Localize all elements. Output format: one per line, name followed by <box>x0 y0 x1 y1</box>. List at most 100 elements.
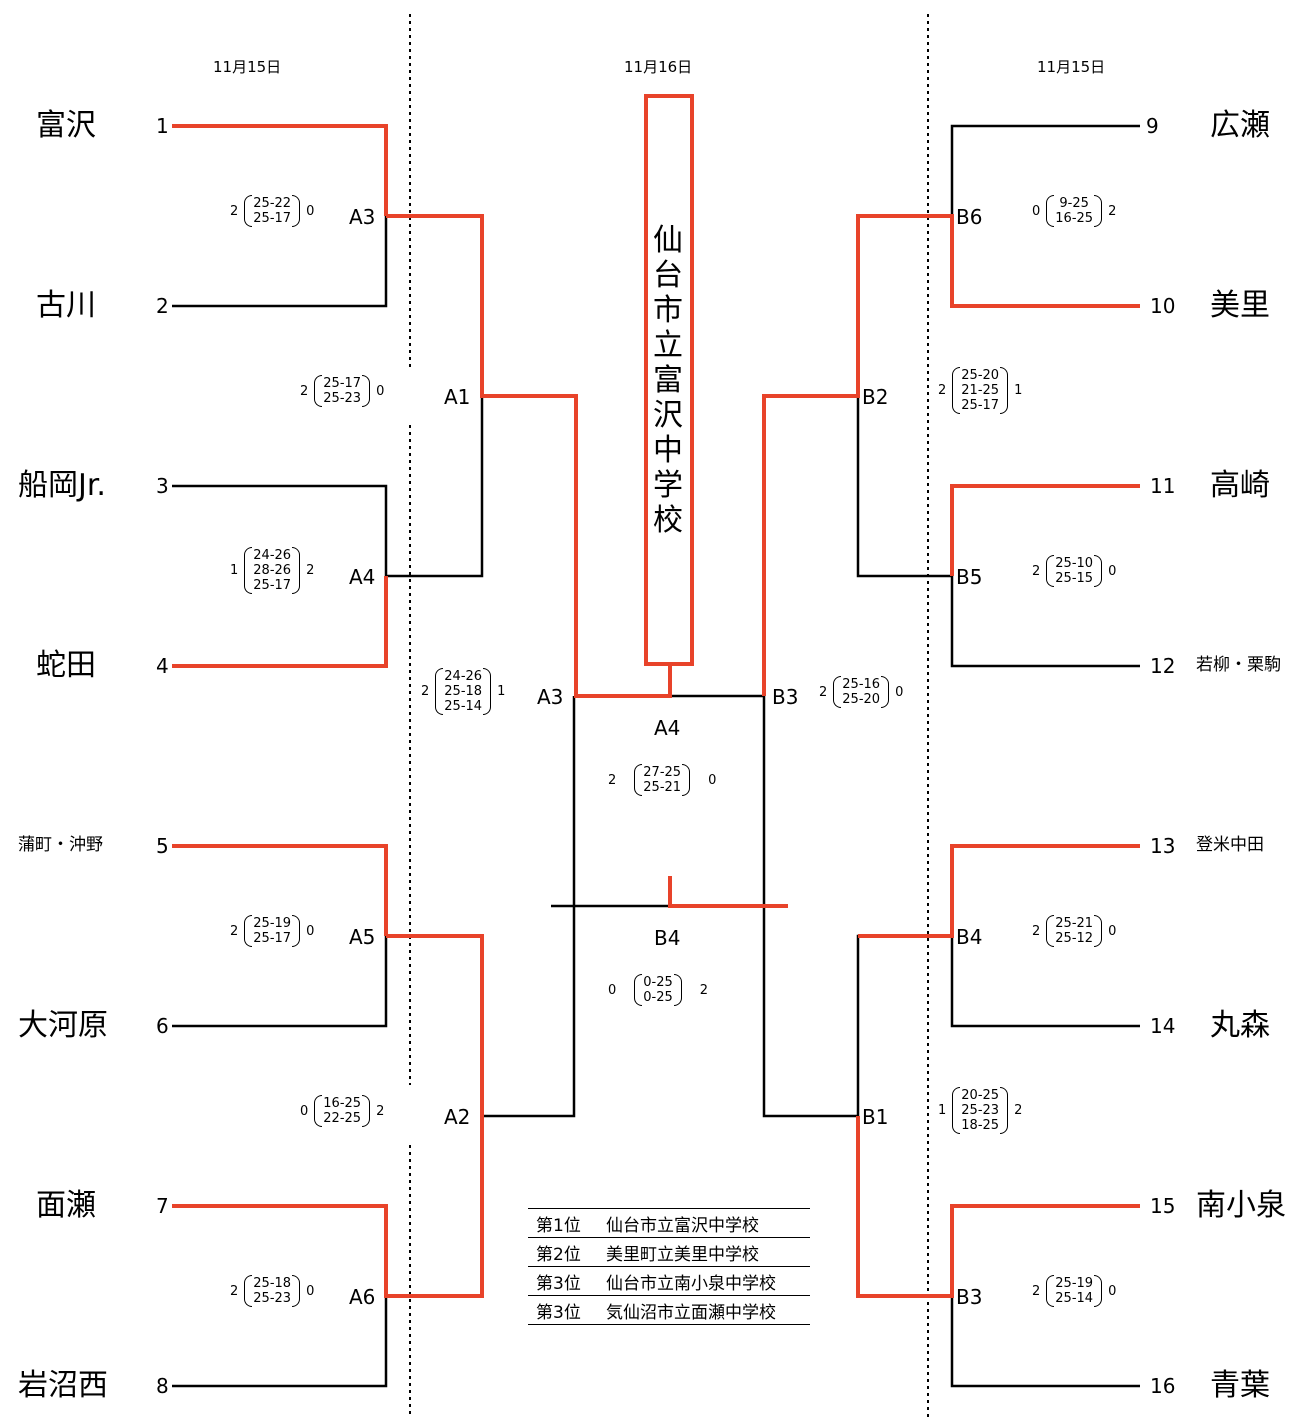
team-seed-4: 4 <box>156 654 169 678</box>
line-a4-left <box>386 396 484 578</box>
win-line-team-5 <box>172 844 388 936</box>
team-seed-11: 11 <box>1150 474 1176 498</box>
standings-school: 仙台市立南小泉中学校 <box>606 1273 776 1294</box>
team-name-2: 古川 <box>36 288 96 323</box>
team-seed-7: 7 <box>156 1194 169 1218</box>
match-label: B6 <box>956 205 983 229</box>
match-label: A4 <box>349 565 376 589</box>
team-seed-3: 3 <box>156 474 169 498</box>
champion-box <box>644 94 694 666</box>
team-seed-16: 16 <box>1150 1374 1176 1398</box>
champion-title: 仙 台 市 立 富 沢 中 学 校 <box>644 96 692 664</box>
win-line-team-7 <box>172 1116 484 1298</box>
title-char: 校 <box>653 502 683 538</box>
standings-place: 第3位 <box>536 1302 581 1323</box>
standings-school: 気仙沼市立面瀬中学校 <box>606 1302 776 1323</box>
match-label: A4 <box>654 716 681 740</box>
team-name-4: 蛇田 <box>36 648 96 683</box>
standings-place: 第2位 <box>536 1244 581 1265</box>
team-name-1: 富沢 <box>36 108 96 143</box>
match-label: B1 <box>862 1105 889 1129</box>
match-label: B5 <box>956 565 983 589</box>
line-team-8 <box>172 1296 388 1388</box>
title-char: 市 <box>653 292 683 328</box>
line-team-3 <box>172 484 388 576</box>
team-seed-8: 8 <box>156 1374 169 1398</box>
match-label: B4 <box>956 925 983 949</box>
line-b5-right <box>856 396 952 578</box>
win-line-a5 <box>386 934 484 1116</box>
line-a2-center <box>482 696 576 1118</box>
title-char: 台 <box>653 257 683 293</box>
win-line-team-11 <box>950 484 1140 576</box>
match-label: B3 <box>772 685 799 709</box>
match-label: B2 <box>862 385 889 409</box>
team-name-6: 大河原 <box>18 1008 108 1043</box>
line-team-6 <box>172 936 388 1028</box>
line-team-12 <box>950 576 1140 668</box>
team-seed-5: 5 <box>156 834 169 858</box>
win-line-third-place <box>668 876 788 908</box>
win-line-team-1 <box>172 124 388 216</box>
team-name-13: 登米中田 <box>1196 835 1264 855</box>
team-name-14: 丸森 <box>1210 1008 1270 1043</box>
line-team-16 <box>950 1296 1140 1388</box>
line-team-9 <box>950 124 1140 216</box>
standings-row: 第1位 仙台市立富沢中学校 <box>528 1209 810 1238</box>
standings-table: 第1位 仙台市立富沢中学校 第2位 美里町立美里中学校 第3位 仙台市立南小泉中… <box>528 1208 810 1325</box>
match-label: A6 <box>349 1285 376 1309</box>
team-name-16: 青葉 <box>1210 1368 1270 1403</box>
win-line-team-15 <box>856 1116 1140 1298</box>
team-seed-9: 9 <box>1146 114 1159 138</box>
title-char: 学 <box>653 467 683 503</box>
standings-row: 第2位 美里町立美里中学校 <box>528 1238 810 1267</box>
standings-row: 第3位 気仙沼市立面瀬中学校 <box>528 1296 810 1325</box>
standings-school: 美里町立美里中学校 <box>606 1244 759 1265</box>
date-left: 11月15日 <box>213 58 282 76</box>
match-label: A3 <box>537 685 564 709</box>
match-label: A1 <box>444 385 471 409</box>
win-line-team-4 <box>172 576 388 668</box>
team-seed-13: 13 <box>1150 834 1176 858</box>
match-label: B3 <box>956 1285 983 1309</box>
team-seed-1: 1 <box>156 114 169 138</box>
date-center: 11月16日 <box>624 58 693 76</box>
team-seed-10: 10 <box>1150 294 1176 318</box>
standings-row: 第3位 仙台市立南小泉中学校 <box>528 1267 810 1296</box>
match-label: A5 <box>349 925 376 949</box>
team-name-9: 広瀬 <box>1210 108 1270 143</box>
standings-school: 仙台市立富沢中学校 <box>606 1215 759 1236</box>
match-label: A2 <box>444 1105 471 1129</box>
team-name-11: 高崎 <box>1210 468 1270 503</box>
team-name-10: 美里 <box>1210 288 1270 323</box>
team-seed-6: 6 <box>156 1014 169 1038</box>
team-name-3: 船岡Jr. <box>18 468 106 503</box>
win-line-a3 <box>386 214 672 698</box>
team-seed-15: 15 <box>1150 1194 1176 1218</box>
title-char: 中 <box>653 432 683 468</box>
match-label: A3 <box>349 205 376 229</box>
team-name-5: 蒲町・沖野 <box>18 835 103 855</box>
team-seed-12: 12 <box>1150 654 1176 678</box>
match-label: B4 <box>654 926 681 950</box>
date-right: 11月15日 <box>1037 58 1106 76</box>
win-line-team-10 <box>762 214 1140 696</box>
win-line-team-13 <box>858 844 1140 938</box>
line-team-2 <box>172 216 388 308</box>
